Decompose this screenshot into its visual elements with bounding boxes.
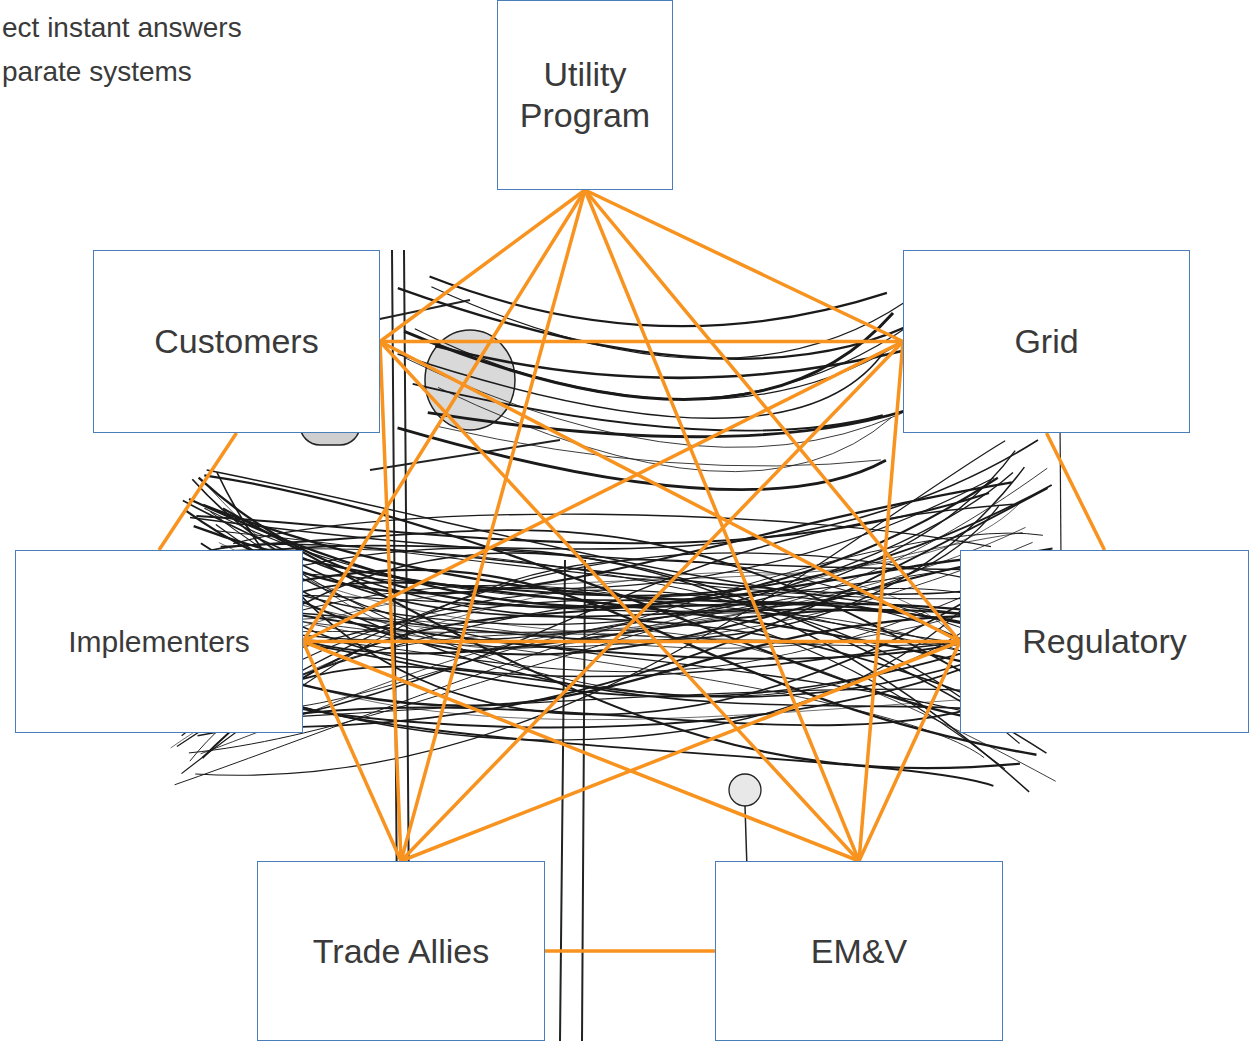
wire-stroke <box>180 488 1048 727</box>
link-line <box>585 190 859 861</box>
wire-stroke <box>181 560 1034 774</box>
customers-box: Customers <box>93 250 380 433</box>
box-label: Implementers <box>68 624 250 660</box>
link-line <box>380 342 859 862</box>
trade-allies-box: Trade Allies <box>257 861 545 1041</box>
wire-stroke <box>429 341 895 400</box>
wire-stroke <box>204 508 1052 600</box>
wire-stroke <box>192 689 1027 723</box>
wire-stroke <box>398 349 886 418</box>
box-label: Trade Allies <box>313 931 489 972</box>
program-box: Utility Program <box>497 0 673 190</box>
wire-stroke <box>184 615 984 705</box>
wire-stroke <box>210 512 1040 697</box>
emv-box: EM&V <box>715 861 1003 1041</box>
link-line <box>380 340 903 344</box>
box-label: Customers <box>154 321 318 362</box>
wire-stroke <box>228 570 1036 755</box>
note-text: ect instant answers <box>2 12 242 44</box>
wire-stroke <box>240 685 993 786</box>
wire-stroke <box>413 384 883 431</box>
link-line <box>401 190 585 861</box>
link-line <box>303 342 903 642</box>
wire-stroke <box>398 288 927 359</box>
link-line <box>585 190 903 342</box>
note-text: parate systems <box>2 56 192 88</box>
wire-stroke <box>221 530 1012 700</box>
link-line <box>401 642 960 862</box>
regulatory-box: Regulatory <box>960 550 1249 733</box>
link-line <box>380 342 960 642</box>
link-line <box>1047 433 1105 550</box>
box-label: Regulatory <box>1022 621 1186 662</box>
box-label: EM&V <box>811 931 907 972</box>
link-line <box>401 342 903 862</box>
link-line <box>159 433 237 550</box>
link-line <box>303 640 960 644</box>
wire-stroke <box>218 468 1047 633</box>
box-label: Utility Program <box>510 54 660 136</box>
implementers-box: Implementers <box>15 550 303 733</box>
link-line <box>380 190 585 342</box>
box-label: Grid <box>1014 321 1078 362</box>
link-line <box>545 949 715 953</box>
link-line <box>303 642 859 862</box>
wire-stroke <box>235 641 1025 727</box>
grid-box: Grid <box>903 250 1190 433</box>
link-line <box>859 642 960 862</box>
